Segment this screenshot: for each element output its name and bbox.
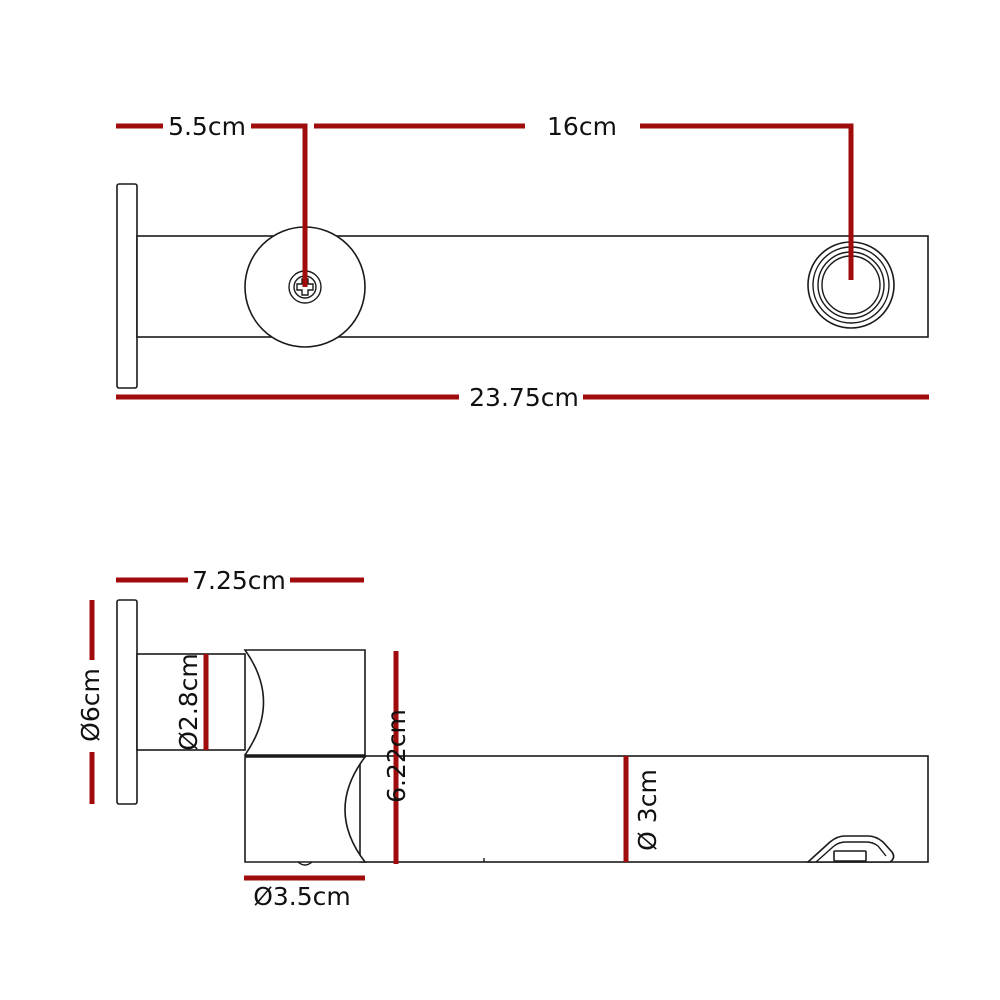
top-wall-flange — [116, 183, 138, 389]
dim-mount-to-screw-label: 5.5cm — [168, 112, 246, 141]
dim-connector-diameter-label: Ø2.8cm — [174, 653, 203, 751]
dim-body-height-label: 6.22cm — [382, 709, 411, 803]
dim-flange-diameter-label: Ø6cm — [76, 668, 105, 742]
dim-total-length: 23.75cm — [116, 383, 929, 412]
side-body-lower — [244, 756, 367, 863]
dim-mount-to-screw: 5.5cm — [116, 112, 308, 287]
dim-body-diameter: Ø3.5cm — [244, 875, 365, 911]
dim-connector-diameter: Ø2.8cm — [174, 653, 209, 751]
dim-spout-diameter-label: Ø 3cm — [633, 769, 662, 851]
dim-mount-to-body: 7.25cm — [116, 566, 364, 595]
dim-total-length-label: 23.75cm — [469, 383, 579, 412]
dim-screw-to-outlet: 16cm — [314, 112, 854, 280]
side-wall-flange — [116, 599, 138, 805]
side-view: 7.25cm Ø6cm Ø2.8cm 6.22cm Ø 3cm Ø3.5cm — [76, 566, 929, 911]
side-body-upper — [243, 649, 366, 756]
dim-flange-diameter: Ø6cm — [76, 600, 105, 804]
aerator-profile-icon — [805, 835, 895, 863]
dim-spout-diameter: Ø 3cm — [623, 756, 662, 862]
dim-screw-to-outlet-label: 16cm — [547, 112, 617, 141]
top-view: 5.5cm 16cm 23.75cm — [116, 112, 929, 412]
side-connector-pipe — [136, 653, 246, 751]
dim-body-height: 6.22cm — [382, 651, 411, 864]
dim-mount-to-body-label: 7.25cm — [192, 566, 286, 595]
dim-body-diameter-label: Ø3.5cm — [253, 882, 351, 911]
